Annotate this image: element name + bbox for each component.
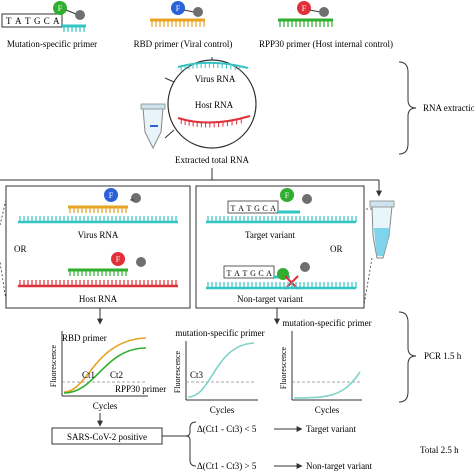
- plot-rbd-rpp30: RBD primer Ct1 Ct2 RPP30 primer Fluoresc…: [49, 331, 166, 411]
- svg-text:F: F: [285, 191, 290, 200]
- plot3-y-axis-label: Fluorescence: [279, 346, 288, 389]
- box-host-rna-label: Host RNA: [79, 294, 118, 304]
- plot1-rbd-label: RBD primer: [62, 333, 107, 343]
- rpp30-primer-label: RPP30 primer (Host internal control): [259, 39, 393, 49]
- non-target-amplification-curve: [293, 371, 361, 399]
- plot1-ct2-label: Ct2: [110, 370, 123, 380]
- svg-text:F: F: [109, 191, 114, 200]
- sequence-letter: A: [238, 204, 244, 213]
- virus-host-reaction-box: F Virus RNA OR F Host RNA: [5, 185, 191, 309]
- fluorophore-icon: [297, 1, 311, 15]
- sequence-letter: G: [250, 269, 256, 278]
- or-right-label: OR: [330, 244, 343, 254]
- sequence-letter: A: [15, 16, 22, 26]
- sequence-letter: A: [266, 269, 272, 278]
- sequence-letter: A: [53, 16, 60, 26]
- extracted-rna-label: Extracted total RNA: [175, 155, 249, 165]
- condition-less-label: Δ(Ct1 - Ct3) < 5: [197, 424, 257, 434]
- svg-text:F: F: [116, 255, 121, 264]
- sequence-letter: A: [234, 269, 240, 278]
- pcr-time-label: PCR 1.5 h: [424, 351, 462, 361]
- rna-extraction-label: RNA extraction: [423, 103, 474, 113]
- sequence-letter: T: [247, 204, 252, 213]
- sequence-letter: T: [25, 16, 31, 26]
- target-variant-label: Target variant: [245, 230, 295, 240]
- result-target-label: Target variant: [306, 424, 356, 434]
- virus-rna-label: Virus RNA: [195, 74, 236, 84]
- sequence-letter: T: [243, 269, 248, 278]
- mutation-seq-box: [1, 13, 63, 28]
- sequence-letter: G: [34, 16, 41, 26]
- rpp30-primer-illustration: F RPP30 primer (Host internal control): [259, 1, 393, 49]
- plot3-x-axis-label: Cycles: [315, 405, 340, 415]
- fluorophore-icon: [111, 252, 125, 266]
- rna-magnifier: Virus RNA Host RNA: [164, 59, 257, 149]
- plot2-ct3-label: Ct3: [190, 370, 204, 380]
- plot-target: mutation-specific primer Ct3 Fluorescenc…: [173, 328, 265, 415]
- plot3-title: mutation-specific primer: [282, 318, 371, 328]
- rbd-amplification-curve: [63, 337, 147, 393]
- sequence-letter: C: [258, 269, 263, 278]
- plot1-x-axis-label: Cycles: [93, 401, 118, 411]
- sequence-letter: T: [227, 269, 232, 278]
- fluorophore-icon: [104, 188, 118, 202]
- pcr-brace: PCR 1.5 h: [398, 311, 462, 403]
- svg-text:F: F: [302, 4, 307, 13]
- or-left-label: OR: [14, 244, 27, 254]
- non-target-variant-label: Non-target variant: [237, 294, 304, 304]
- condition-greater-label: Δ(Ct1 - Ct3) > 5: [197, 461, 257, 471]
- plot2-y-axis-label: Fluorescence: [173, 350, 182, 393]
- quencher-icon: [193, 7, 203, 17]
- quencher-icon: [319, 7, 329, 17]
- sequence-letter: T: [231, 204, 236, 213]
- box-virus-rna-label: Virus RNA: [78, 230, 119, 240]
- fluorophore-icon: [53, 1, 67, 15]
- tube-icon: [140, 103, 166, 150]
- plot2-title: mutation-specific primer: [175, 328, 264, 338]
- fluorophore-icon: [280, 188, 294, 202]
- result-non-target-label: Non-target variant: [306, 461, 373, 471]
- rbd-primer-illustration: F RBD primer (Viral control): [134, 1, 233, 49]
- fluorophore-icon: [171, 1, 185, 15]
- rpp30-amplification-curve: [63, 347, 147, 394]
- rbd-primer-label: RBD primer (Viral control): [134, 39, 233, 49]
- plot-non-target: mutation-specific primer Fluorescence Cy…: [279, 318, 372, 415]
- quencher-icon: [131, 193, 141, 203]
- plot1-ct1-label: Ct1: [82, 370, 95, 380]
- sequence-letter: G: [254, 204, 260, 213]
- rna-extraction-brace: RNA extraction: [398, 61, 474, 155]
- fluor-letter: F: [58, 4, 63, 13]
- quencher-icon: [302, 194, 312, 204]
- quencher-icon: [75, 10, 85, 20]
- total-time-label: Total 2.5 h: [420, 445, 459, 455]
- plot1-rpp30-label: RPP30 primer: [115, 384, 166, 394]
- svg-text:F: F: [176, 4, 181, 13]
- quencher-icon: [300, 262, 310, 272]
- sequence-letter: A: [270, 204, 276, 213]
- reaction-tube-icon: [369, 200, 395, 259]
- plot1-y-axis-label: Fluorescence: [49, 344, 58, 387]
- host-rna-label: Host RNA: [195, 100, 234, 110]
- sequence-letter: C: [44, 16, 50, 26]
- quencher-icon: [136, 257, 146, 267]
- plot2-x-axis-label: Cycles: [210, 405, 235, 415]
- sars-positive-label: SARS-CoV-2 positive: [67, 432, 147, 442]
- sequence-letter: C: [262, 204, 267, 213]
- sars-positive-box: SARS-CoV-2 positive: [51, 427, 163, 445]
- sequence-letter: T: [6, 16, 12, 26]
- target-amplification-curve: [187, 342, 255, 398]
- mutation-primer-label: Mutation-specific primer: [7, 39, 97, 49]
